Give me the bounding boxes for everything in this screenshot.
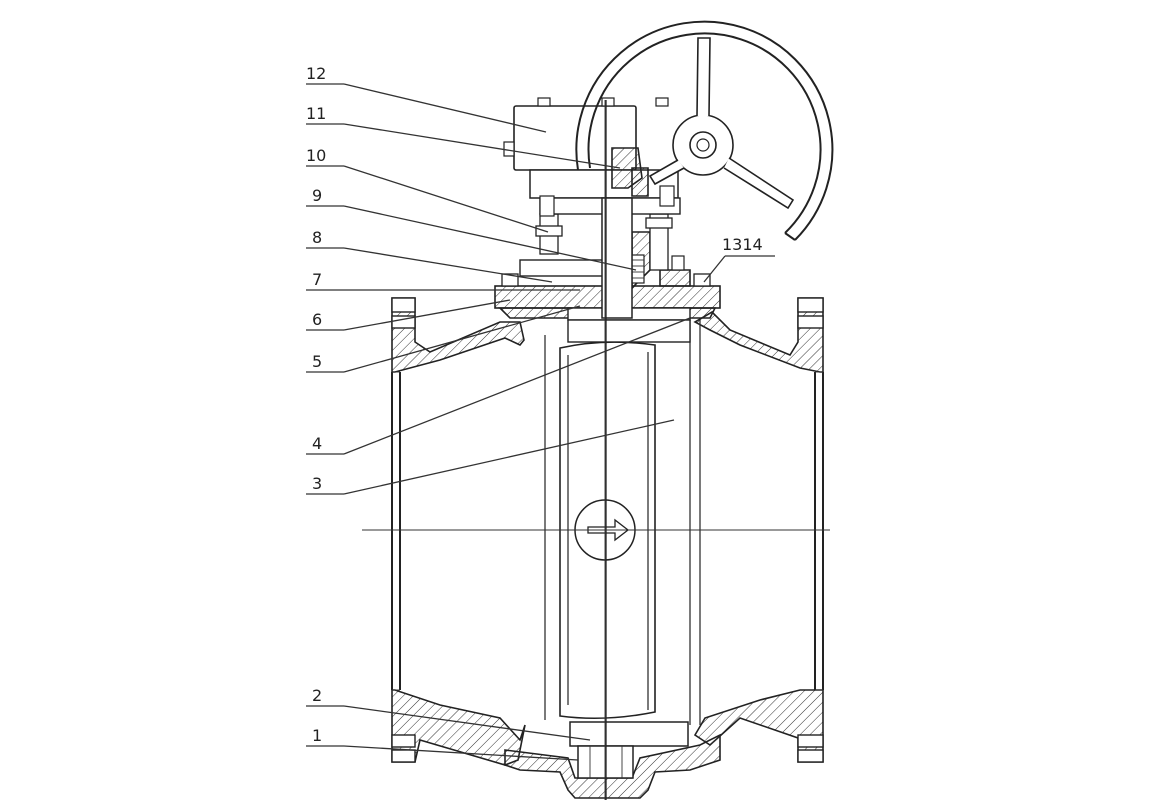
callout-6: 6 (312, 310, 322, 329)
bonnet-assembly (494, 213, 721, 343)
stem (601, 100, 633, 800)
callout-5: 5 (312, 352, 322, 371)
callout-2: 2 (312, 686, 322, 705)
callout-4: 4 (312, 434, 322, 453)
callout-1314: 1314 (722, 235, 763, 254)
callout-1: 1 (312, 726, 322, 745)
valve-body (391, 297, 824, 799)
callout-3: 3 (312, 474, 322, 493)
callout-10: 10 (306, 146, 326, 165)
callout-8: 8 (312, 228, 322, 247)
callouts: 12 11 10 9 8 7 6 5 4 3 (306, 64, 775, 761)
callout-12: 12 (306, 64, 326, 83)
gearbox (503, 97, 681, 217)
callout-7: 7 (312, 270, 322, 289)
callout-11: 11 (306, 104, 326, 123)
callout-9: 9 (312, 186, 322, 205)
handwheel (575, 20, 834, 241)
